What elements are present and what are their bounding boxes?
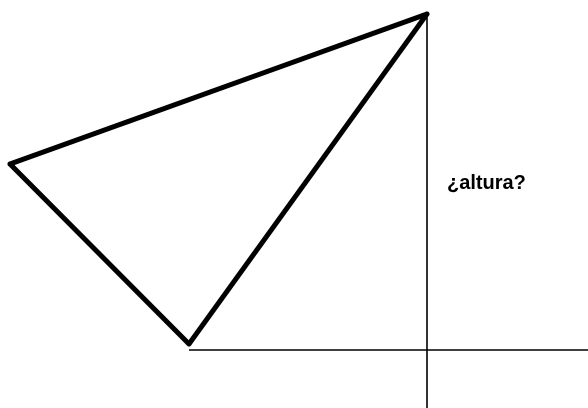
triangle-edge-bottom-left — [7, 161, 192, 347]
height-question-label: ¿altura? — [447, 172, 526, 194]
triangle-edge-left-top — [7, 11, 430, 167]
triangle-edge-top-bottom — [186, 11, 430, 347]
